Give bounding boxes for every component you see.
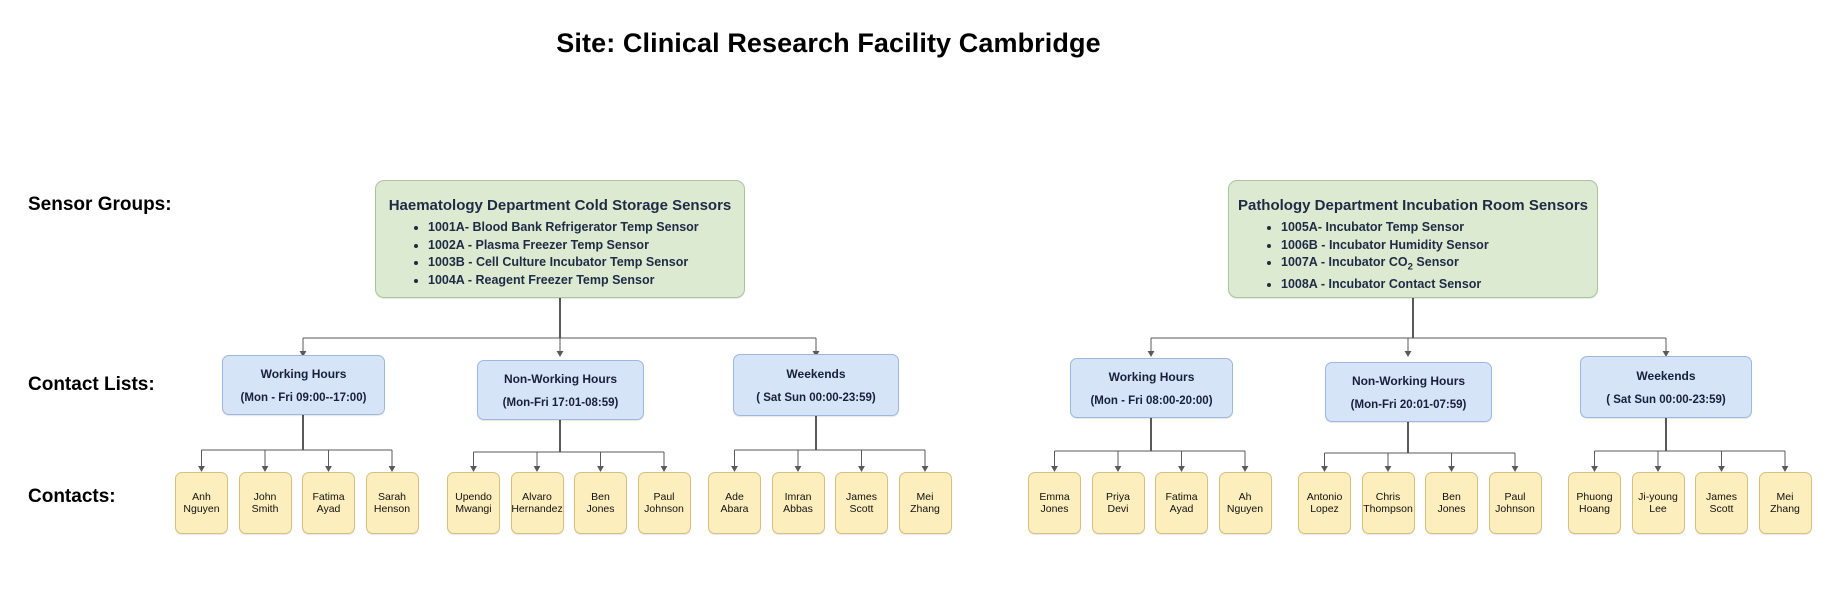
- contact-list-title: Working Hours: [260, 366, 347, 381]
- sensor-list-item: 1003B - Cell Culture Incubator Temp Sens…: [428, 255, 744, 270]
- contact-card[interactable]: Alvaro Hernandez: [510, 472, 564, 534]
- contact-list-title: Weekends: [786, 366, 846, 381]
- contact-list-box-weekends[interactable]: Weekends ( Sat Sun 00:00-23:59): [733, 354, 899, 416]
- sensor-list-item: 1008A - Incubator Contact Sensor: [1281, 277, 1597, 292]
- contact-list-hours: (Mon-Fri 17:01-08:59): [502, 396, 619, 409]
- row-label-contact-lists: Contact Lists:: [28, 374, 155, 395]
- contact-card[interactable]: Paul Johnson: [1488, 472, 1542, 534]
- contact-card[interactable]: Sarah Henson: [365, 472, 419, 534]
- row-label-contacts: Contacts:: [28, 486, 116, 507]
- contact-card[interactable]: Fatima Ayad: [302, 472, 355, 534]
- contact-list-box-weekends[interactable]: Weekends ( Sat Sun 00:00-23:59): [1580, 356, 1752, 418]
- contact-card[interactable]: James Scott: [1695, 472, 1748, 534]
- sensor-list-item: 1002A - Plasma Freezer Temp Sensor: [428, 238, 744, 253]
- contact-card[interactable]: Mei Zhang: [1758, 472, 1812, 534]
- contact-list-box-non-working-hours[interactable]: Non-Working Hours (Mon-Fri 17:01-08:59): [477, 360, 644, 420]
- contact-list-title: Working Hours: [1108, 369, 1195, 384]
- row-label-sensor-groups: Sensor Groups:: [28, 194, 172, 215]
- contact-card[interactable]: Anh Nguyen: [175, 472, 228, 534]
- contact-list-title: Non-Working Hours: [1351, 373, 1466, 388]
- contact-card[interactable]: Paul Johnson: [637, 472, 691, 534]
- contact-list-box-working-hours[interactable]: Working Hours (Mon - Fri 08:00-20:00): [1070, 358, 1233, 418]
- contact-card[interactable]: Emma Jones: [1028, 472, 1081, 534]
- contact-list-hours: ( Sat Sun 00:00-23:59): [756, 391, 876, 404]
- contact-card[interactable]: Mei Zhang: [898, 472, 952, 534]
- contact-card[interactable]: Ji-young Lee: [1631, 472, 1685, 534]
- sensor-list-item: 1005A- Incubator Temp Sensor: [1281, 220, 1597, 235]
- contact-card[interactable]: John Smith: [238, 472, 292, 534]
- contact-card[interactable]: Upendo Mwangi: [447, 472, 500, 534]
- sensor-list-item: 1004A - Reagent Freezer Temp Sensor: [428, 273, 744, 288]
- contact-list-hours: ( Sat Sun 00:00-23:59): [1606, 393, 1726, 406]
- contact-list-box-working-hours[interactable]: Working Hours (Mon - Fri 09:00--17:00): [222, 355, 385, 415]
- sensor-group-title: Haematology Department Cold Storage Sens…: [388, 197, 732, 214]
- sensor-group-box-haematology[interactable]: Haematology Department Cold Storage Sens…: [375, 180, 745, 298]
- sensor-list: 1005A- Incubator Temp Sensor 1006B - Incu…: [1229, 220, 1597, 292]
- sensor-list: 1001A- Blood Bank Refrigerator Temp Sens…: [376, 220, 744, 288]
- sensor-group-title: Pathology Department Incubation Room Sen…: [1237, 197, 1589, 214]
- sensor-list-item: 1006B - Incubator Humidity Sensor: [1281, 238, 1597, 253]
- contact-list-hours: (Mon-Fri 20:01-07:59): [1350, 398, 1467, 411]
- contact-card[interactable]: Ben Jones: [1425, 472, 1478, 534]
- contact-card[interactable]: Phuong Hoang: [1568, 472, 1621, 534]
- sensor-group-box-pathology[interactable]: Pathology Department Incubation Room Sen…: [1228, 180, 1598, 298]
- sensor-list-item: 1001A- Blood Bank Refrigerator Temp Sens…: [428, 220, 744, 235]
- contact-list-title: Weekends: [1636, 368, 1696, 383]
- contact-list-hours: (Mon - Fri 08:00-20:00): [1090, 394, 1213, 407]
- contact-card[interactable]: Ben Jones: [574, 472, 627, 534]
- page-title: Site: Clinical Research Facility Cambrid…: [556, 28, 1101, 58]
- contact-list-hours: (Mon - Fri 09:00--17:00): [240, 391, 367, 404]
- contact-card[interactable]: Chris Thompson: [1361, 472, 1415, 534]
- contact-list-box-non-working-hours[interactable]: Non-Working Hours (Mon-Fri 20:01-07:59): [1325, 362, 1492, 422]
- contact-card[interactable]: James Scott: [835, 472, 888, 534]
- contact-card[interactable]: Fatima Ayad: [1155, 472, 1208, 534]
- contact-list-title: Non-Working Hours: [503, 371, 618, 386]
- contact-card[interactable]: Priya Devi: [1091, 472, 1145, 534]
- sensor-list-item: 1007A - Incubator CO2 Sensor: [1281, 255, 1597, 275]
- contact-card[interactable]: Imran Abbas: [771, 472, 825, 534]
- contact-card[interactable]: Ah Nguyen: [1218, 472, 1272, 534]
- contact-card[interactable]: Ade Abara: [708, 472, 761, 534]
- contact-card[interactable]: Antonio Lopez: [1298, 472, 1351, 534]
